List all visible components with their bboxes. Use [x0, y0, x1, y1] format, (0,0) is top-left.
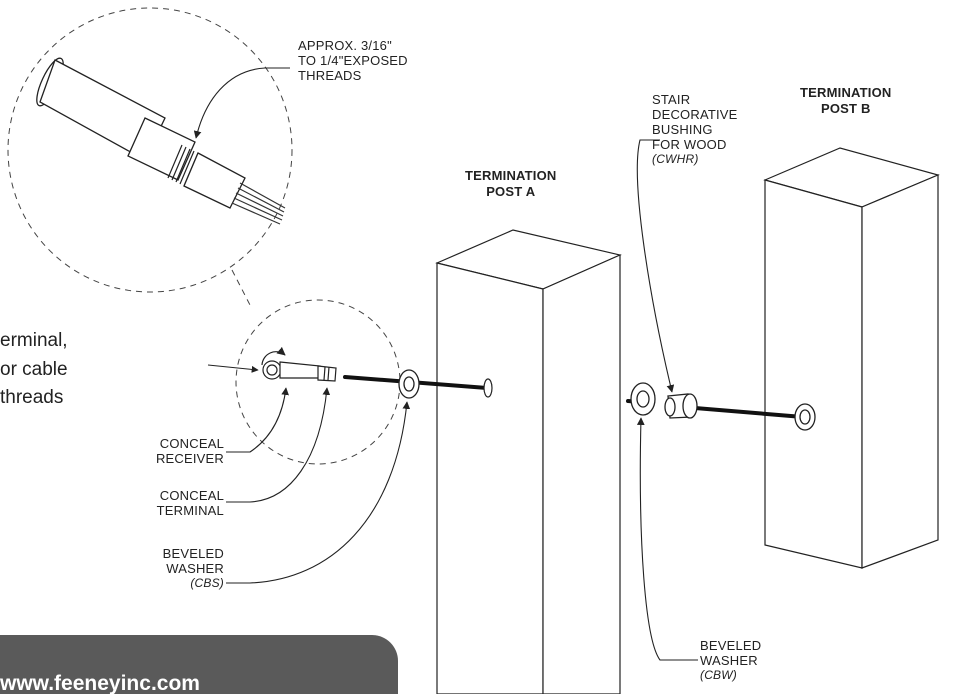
- side-text-line-2: or cable: [0, 359, 68, 380]
- leader-lines: [193, 67, 698, 661]
- detail-callout-circle: [7, 7, 293, 293]
- leader-stair-bushing: [636, 139, 675, 393]
- stair-decorative-bushing: [664, 393, 698, 419]
- label-stair-bushing: STAIR DECORATIVE BUSHING FOR WOOD (CWHR): [652, 92, 738, 166]
- label-exposed-threads: APPROX. 3/16" TO 1/4"EXPOSED THREADS: [298, 38, 408, 83]
- label-conceal-terminal: CONCEAL TERMINAL: [156, 488, 224, 518]
- label-beveled-washer-cbw: BEVELED WASHER (CBW): [700, 638, 762, 682]
- post-b-washer: [794, 403, 816, 431]
- magnified-terminal: [36, 57, 286, 225]
- label-conceal-receiver: CONCEAL RECEIVER: [155, 436, 224, 466]
- footer-banner: [0, 635, 398, 694]
- leader-exposed-threads: [193, 67, 290, 139]
- side-text-line-1: erminal,: [0, 330, 68, 351]
- leader-conceal-receiver: [226, 387, 289, 453]
- termination-post-b: [763, 147, 940, 569]
- beveled-washer-cbw: [630, 382, 656, 416]
- label-termination-post-b: TERMINATION POST B: [800, 85, 892, 116]
- beveled-washer-cbs: [398, 369, 420, 399]
- leader-beveled-washer-cbw: [636, 417, 698, 661]
- rotation-arrow: [261, 346, 286, 366]
- conceal-receiver-terminal: [262, 360, 337, 382]
- post-a-hole: [483, 378, 493, 398]
- label-termination-post-a: TERMINATION POST A: [465, 168, 557, 199]
- magnified-cable-strands: [231, 182, 286, 225]
- side-text-line-3: threads: [0, 387, 64, 408]
- leader-beveled-washer-cbs: [226, 401, 411, 584]
- label-beveled-washer-cbs: BEVELED WASHER (CBS): [162, 546, 224, 590]
- footer-url[interactable]: www.feeneyinc.com: [0, 672, 200, 695]
- insertion-arrow: [207, 364, 259, 373]
- terminal-callout-circle: [235, 299, 401, 465]
- termination-post-a: [435, 229, 622, 695]
- leader-conceal-terminal: [226, 387, 331, 503]
- callout-connector: [231, 269, 251, 306]
